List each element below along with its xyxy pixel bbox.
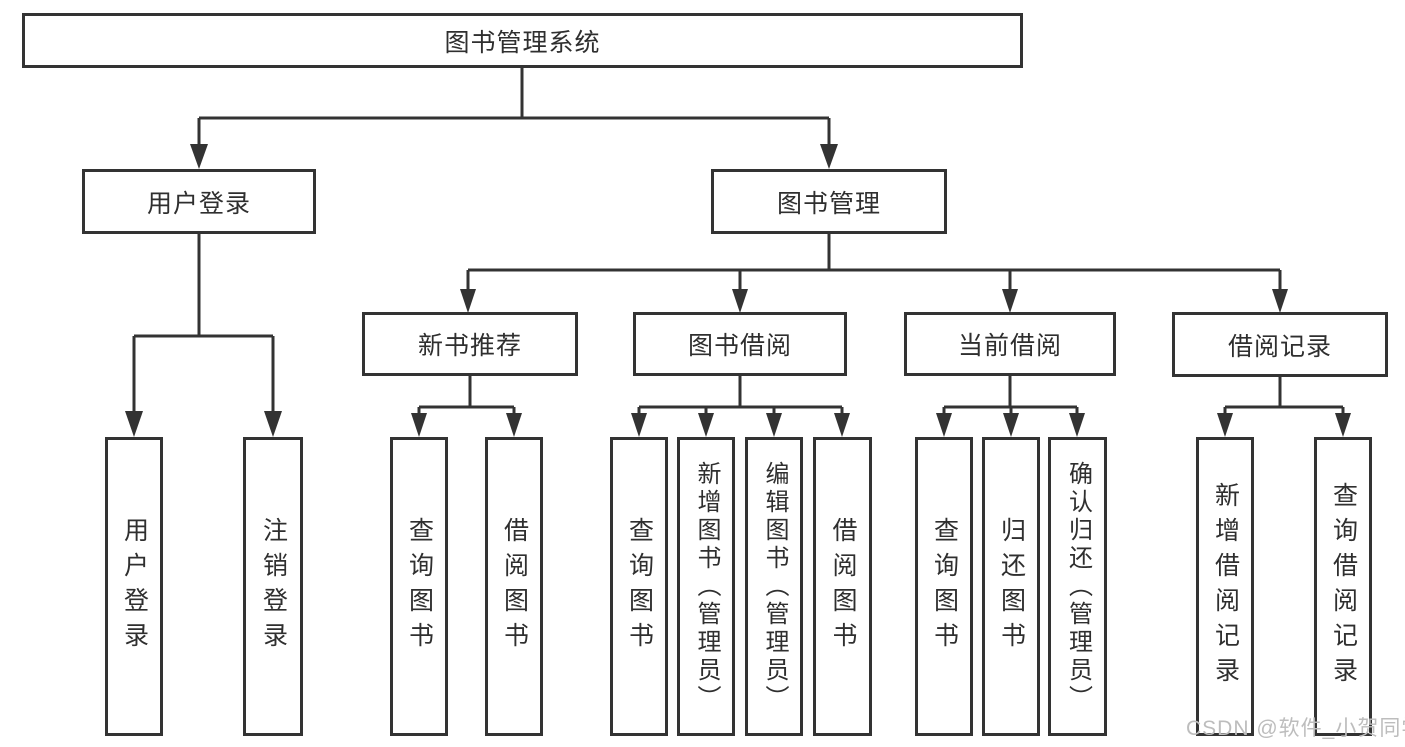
arrowhead-icon — [460, 289, 476, 313]
node-borrowing-records-label: 借阅记录 — [1227, 332, 1332, 361]
leaf-user-login: 用户登录 — [105, 437, 163, 736]
leaf-query-books-current-label: 查询图书 — [930, 516, 959, 657]
arrowhead-icon — [766, 413, 782, 437]
leaf-edit-book-admin: 编辑图书（管理员） — [745, 437, 803, 736]
connector-user-login — [125, 234, 282, 437]
node-book-management: 图书管理 — [711, 169, 947, 234]
connector-root — [190, 68, 838, 169]
leaf-logout-label: 注销登录 — [259, 516, 288, 657]
node-new-book-recommendation-label: 新书推荐 — [417, 332, 522, 360]
leaf-query-books-borrow-label: 查询图书 — [625, 516, 654, 657]
node-new-book-recommendation: 新书推荐 — [362, 312, 578, 376]
leaf-user-login-label: 用户登录 — [120, 516, 149, 657]
arrowhead-icon — [190, 144, 208, 169]
arrowhead-icon — [1217, 413, 1233, 437]
connector-current-borrowing — [936, 376, 1085, 437]
arrowhead-icon — [1069, 413, 1085, 437]
node-book-borrowing: 图书借阅 — [633, 312, 847, 376]
leaf-add-borrow-record: 新增借阅记录 — [1196, 437, 1254, 736]
leaf-query-books-recommend: 查询图书 — [390, 437, 448, 736]
arrowhead-icon — [936, 413, 952, 437]
leaf-borrow-books: 借阅图书 — [813, 437, 872, 736]
leaf-add-borrow-record-label: 新增借阅记录 — [1211, 481, 1240, 692]
leaf-confirm-return-admin: 确认归还（管理员） — [1048, 437, 1107, 736]
arrowhead-icon — [264, 411, 282, 437]
arrowhead-icon — [506, 413, 522, 437]
arrowhead-icon — [820, 144, 838, 169]
leaf-query-books-recommend-label: 查询图书 — [405, 516, 434, 657]
leaf-query-borrow-record: 查询借阅记录 — [1314, 437, 1372, 736]
node-borrowing-records: 借阅记录 — [1172, 312, 1388, 377]
arrowhead-icon — [1003, 413, 1019, 437]
leaf-logout: 注销登录 — [243, 437, 303, 736]
node-book-borrowing-label: 图书借阅 — [687, 332, 792, 360]
arrowhead-icon — [1002, 289, 1018, 313]
leaf-add-book-admin-label: 新增图书（管理员） — [693, 460, 720, 713]
leaf-confirm-return-admin-label: 确认归还（管理员） — [1064, 460, 1092, 713]
node-user-login: 用户登录 — [82, 169, 316, 234]
arrowhead-icon — [1335, 413, 1351, 437]
leaf-query-books-borrow: 查询图书 — [610, 437, 668, 736]
node-book-management-label: 图书管理 — [776, 189, 881, 218]
leaf-borrow-books-recommend-label: 借阅图书 — [500, 516, 529, 657]
arrowhead-icon — [732, 289, 748, 313]
leaf-query-borrow-record-label: 查询借阅记录 — [1329, 481, 1358, 692]
leaf-return-books: 归还图书 — [982, 437, 1040, 736]
connector-borrowing-records — [1217, 377, 1351, 437]
arrowhead-icon — [125, 411, 143, 437]
arrowhead-icon — [631, 413, 647, 437]
leaf-query-books-current: 查询图书 — [915, 437, 973, 736]
arrowhead-icon — [411, 413, 427, 437]
connector-new-book-recommendation — [411, 376, 522, 437]
arrowhead-icon — [698, 413, 714, 437]
leaf-return-books-label: 归还图书 — [997, 516, 1026, 657]
node-root-label: 图书管理系统 — [444, 28, 601, 57]
watermark: CSDN @软件_小贺同学 — [1186, 717, 1405, 740]
node-root: 图书管理系统 — [22, 13, 1023, 68]
arrowhead-icon — [1272, 289, 1288, 313]
leaf-edit-book-admin-label: 编辑图书（管理员） — [761, 460, 788, 713]
leaf-borrow-books-recommend: 借阅图书 — [485, 437, 543, 736]
node-current-borrowing-label: 当前借阅 — [957, 332, 1062, 360]
node-user-login-label: 用户登录 — [146, 189, 251, 218]
node-current-borrowing: 当前借阅 — [904, 312, 1116, 376]
arrowhead-icon — [834, 413, 850, 437]
leaf-add-book-admin: 新增图书（管理员） — [677, 437, 735, 736]
connector-book-management — [460, 234, 1288, 313]
leaf-borrow-books-label: 借阅图书 — [829, 516, 857, 657]
connector-book-borrowing — [631, 376, 850, 437]
